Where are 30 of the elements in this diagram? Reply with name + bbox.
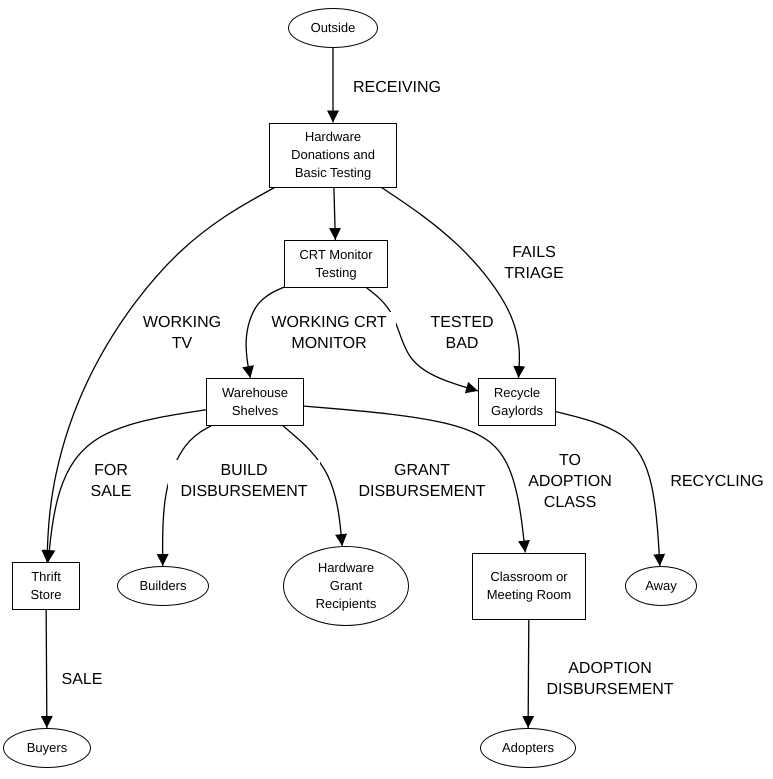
node-label: Buyers xyxy=(26,739,68,757)
arrow xyxy=(304,405,530,553)
arrow xyxy=(327,48,339,122)
node-label: Warehouse Shelves xyxy=(221,384,289,420)
process-box xyxy=(206,378,304,426)
arrow xyxy=(522,620,534,728)
arrow xyxy=(381,186,526,378)
process-box xyxy=(12,562,80,610)
node-label: Adopters xyxy=(500,739,556,757)
arrow xyxy=(556,411,666,566)
node-label: Builders xyxy=(138,577,188,595)
process-box xyxy=(269,122,397,188)
arrow xyxy=(366,287,478,394)
arrow xyxy=(242,286,284,378)
node-label: Classroom or Meeting Room xyxy=(486,568,572,604)
arrow xyxy=(41,186,275,562)
node-label: Hardware Grant Recipients xyxy=(314,559,378,613)
arrow xyxy=(282,426,348,546)
arrow xyxy=(43,409,206,562)
arrow xyxy=(40,610,53,728)
node-label: Recycle Gaylords xyxy=(490,384,544,420)
node-label: Hardware Donations and Basic Testing xyxy=(290,128,376,182)
node-label: Away xyxy=(644,577,678,595)
process-box xyxy=(284,240,388,288)
node-label: Outside xyxy=(310,19,356,37)
node-label: Thrift Store xyxy=(29,568,63,604)
process-box xyxy=(472,552,586,620)
node-label: CRT Monitor Testing xyxy=(298,246,374,282)
arrow xyxy=(329,187,341,240)
process-box xyxy=(478,378,556,426)
